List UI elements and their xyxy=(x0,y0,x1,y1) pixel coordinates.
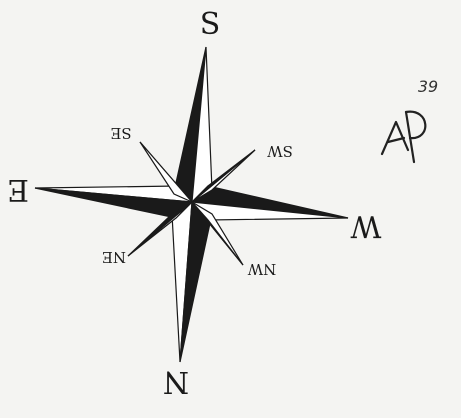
label-ne: NE xyxy=(102,248,126,266)
annotation-number: 39 xyxy=(418,77,438,96)
annotation-mark-signature xyxy=(382,112,425,162)
label-se: SE xyxy=(110,124,131,142)
label-s: S xyxy=(200,7,221,42)
handwritten-annotation: 39 xyxy=(382,77,438,162)
compass-rose xyxy=(35,47,348,362)
label-nw: NW xyxy=(247,260,276,278)
label-n: N xyxy=(163,364,189,399)
label-sw: SW xyxy=(267,142,293,160)
label-e: E xyxy=(7,172,29,207)
label-w: W xyxy=(350,208,381,243)
